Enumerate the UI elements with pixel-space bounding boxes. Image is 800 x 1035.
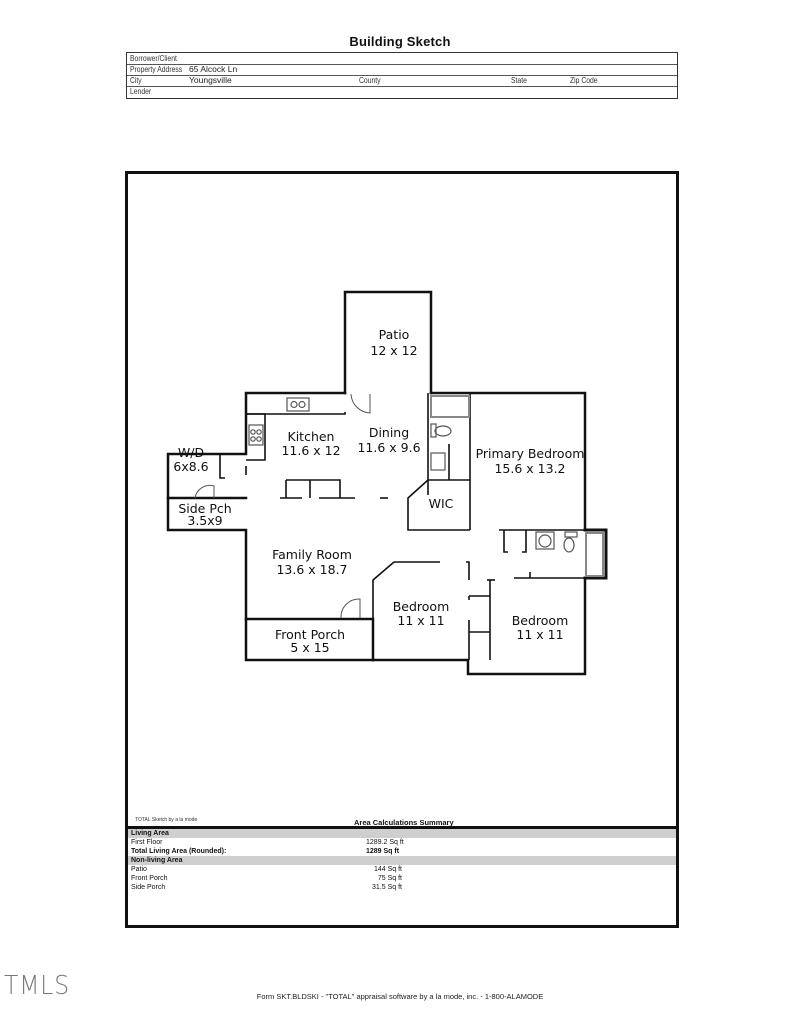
living-area-header: Living Area <box>128 829 676 838</box>
svg-text:12 x 12: 12 x 12 <box>370 343 417 358</box>
summary-row: First Floor 1289.2 Sq ft <box>131 839 404 846</box>
sketch-credit: TOTAL Sketch by a la mode <box>135 817 198 823</box>
address-label: Property Address <box>130 65 183 74</box>
sketch-frame <box>125 171 679 928</box>
state-label: State <box>511 76 527 85</box>
svg-text:11.6 x 9.6: 11.6 x 9.6 <box>357 440 420 455</box>
svg-text:13.6 x 18.7: 13.6 x 18.7 <box>276 562 347 577</box>
svg-text:3.5x9: 3.5x9 <box>187 513 222 528</box>
header-info-table: Borrower/Client Property Address 65 Alco… <box>126 52 678 99</box>
room-primary-bedroom: Primary Bedroom <box>476 446 585 461</box>
room-family-room: Family Room <box>272 547 352 562</box>
city-row: City Youngsville County State Zip Code <box>127 75 677 87</box>
zip-label: Zip Code <box>570 76 598 85</box>
room-front-porch: Front Porch <box>275 627 345 642</box>
address-value: 65 Alcock Ln <box>189 64 238 74</box>
patio-door <box>350 393 371 414</box>
side-door <box>194 484 215 499</box>
room-wic: WIC <box>429 496 454 511</box>
summary-title: Area Calculations Summary <box>354 818 454 827</box>
room-bedroom-1: Bedroom <box>393 599 450 614</box>
svg-text:11 x 11: 11 x 11 <box>516 627 563 642</box>
svg-text:6x8.6: 6x8.6 <box>173 459 208 474</box>
summary-row: Front Porch 75 Sq ft <box>131 875 402 882</box>
svg-text:11 x 11: 11 x 11 <box>397 613 444 628</box>
summary-row: Side Porch 31.5 Sq ft <box>131 884 402 891</box>
city-value: Youngsville <box>189 75 232 85</box>
room-dining: Dining <box>369 425 409 440</box>
borrower-row: Borrower/Client <box>127 53 677 65</box>
room-patio: Patio <box>379 327 410 342</box>
page-title: Building Sketch <box>349 34 451 49</box>
non-living-header: Non-living Area <box>128 856 676 865</box>
svg-text:11.6 x 12: 11.6 x 12 <box>281 443 340 458</box>
borrower-label: Borrower/Client <box>130 54 177 63</box>
front-door <box>340 598 361 619</box>
patio-walls <box>343 290 433 395</box>
address-row: Property Address 65 Alcock Ln <box>127 64 677 76</box>
lender-row: Lender <box>127 86 677 97</box>
county-label: County <box>359 76 381 85</box>
total-living-row: Total Living Area (Rounded): 1289 Sq ft <box>131 848 400 855</box>
summary-row: Patio 144 Sq ft <box>131 866 402 873</box>
room-side-porch: Side Pch <box>178 501 231 516</box>
tmls-logo: TMLS <box>4 971 70 1001</box>
lender-label: Lender <box>130 87 152 96</box>
area-summary: Living Area First Floor 1289.2 Sq ft Tot… <box>128 826 676 925</box>
room-bedroom-2: Bedroom <box>512 613 569 628</box>
city-label: City <box>130 76 142 85</box>
form-footer: Form SKT.BLDSKI - "TOTAL" appraisal soft… <box>256 992 544 1001</box>
room-kitchen: Kitchen <box>288 429 335 444</box>
svg-text:5 x 15: 5 x 15 <box>290 640 329 655</box>
svg-text:15.6 x 13.2: 15.6 x 13.2 <box>494 461 565 476</box>
room-wd: W/D <box>178 445 204 460</box>
